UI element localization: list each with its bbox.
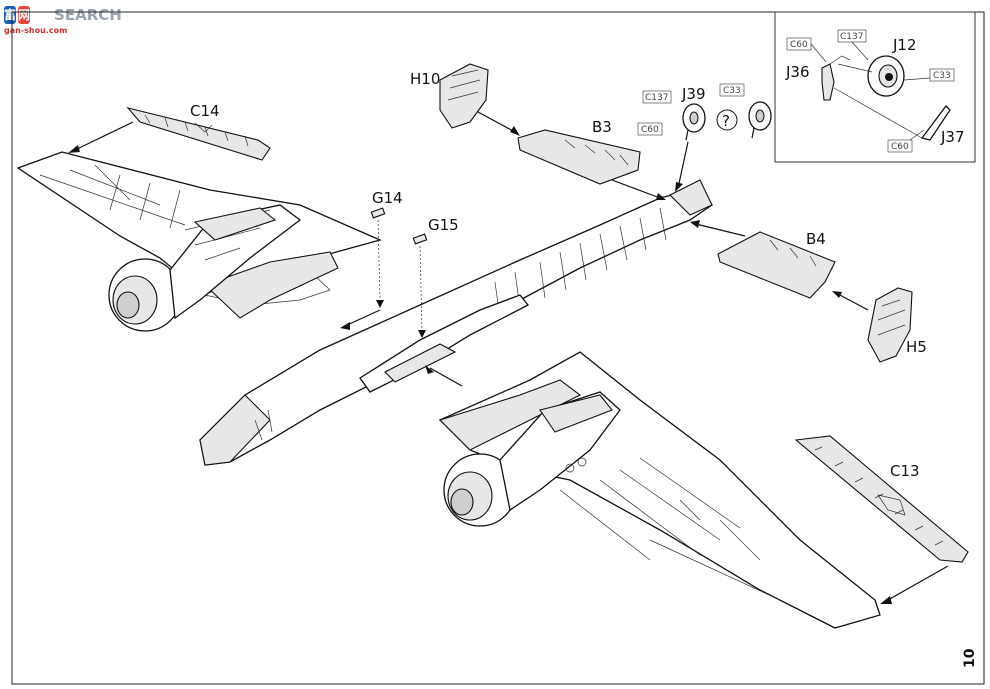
option-c137-b: C137: [840, 32, 863, 42]
label-g15: G15: [428, 216, 459, 234]
c14-arrow-line: [74, 121, 134, 151]
part-c13-aileron: [794, 435, 969, 563]
label-j36: J36: [785, 63, 810, 81]
part-g14: [370, 207, 386, 219]
label-j12: J12: [892, 36, 917, 54]
label-question: ?: [722, 112, 730, 130]
part-b4-stabilizer: [717, 231, 836, 299]
fuselage: [199, 179, 713, 466]
part-tailwheel-alt: [748, 101, 772, 139]
left-wing-assembly: [16, 151, 382, 332]
watermark-subtext: gan-shou.com: [4, 26, 68, 35]
page-border: [11, 11, 985, 685]
label-c13: C13: [890, 462, 920, 480]
page-number: 10: [962, 648, 978, 668]
label-b3: B3: [592, 118, 612, 136]
right-flap: [438, 379, 582, 451]
label-j37: J37: [940, 128, 965, 146]
part-h10-elevator: [439, 63, 489, 129]
fuselage-tail: [669, 179, 713, 216]
label-j39: J39: [681, 85, 706, 103]
fuselage-nose: [199, 394, 271, 466]
label-h10: H10: [410, 70, 440, 88]
part-h5-elevator: [867, 287, 913, 363]
label-h5: H5: [906, 338, 927, 356]
part-j36-strut: [821, 55, 851, 101]
option-c137-a: C137: [645, 93, 668, 103]
watermark-text: SEARCH: [54, 6, 122, 24]
option-c60-a: C60: [641, 125, 659, 135]
label-b4: B4: [806, 230, 826, 248]
part-g15: [412, 233, 428, 245]
part-j39-tailwheel: [682, 103, 706, 141]
left-flap: [203, 251, 339, 319]
option-c33-b: C33: [933, 71, 951, 81]
part-j37-arm: [920, 105, 951, 141]
part-j12-wheel: [867, 55, 905, 97]
c13-arrow-line: [887, 565, 949, 601]
right-wing-assembly: [438, 351, 881, 629]
option-c60-c: C60: [891, 142, 909, 152]
option-c60-b: C60: [790, 40, 808, 50]
part-c14-aileron: [126, 107, 271, 161]
g-arrow: [344, 309, 381, 327]
option-c33-a: C33: [723, 86, 741, 96]
label-c14: C14: [190, 102, 220, 120]
label-g14: G14: [372, 189, 403, 207]
part-b3-stabilizer: [517, 129, 641, 185]
